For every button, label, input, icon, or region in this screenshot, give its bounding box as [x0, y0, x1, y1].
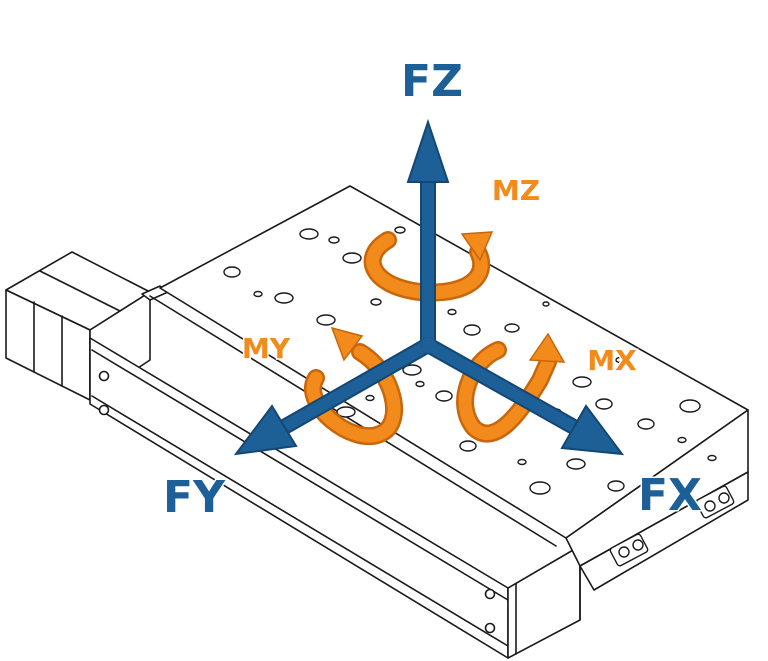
arrow-icon: [406, 118, 450, 183]
fz-force-arrow: [406, 118, 450, 345]
screw-icon: [98, 404, 110, 416]
arrow-icon: [233, 404, 298, 456]
screw-icon: [98, 370, 110, 382]
stage-base: [89, 337, 581, 659]
fx-label: FX: [638, 470, 702, 521]
fx-force-arrow: [420, 337, 625, 456]
fz-label: FZ: [401, 56, 463, 107]
connector-icon: [632, 539, 644, 551]
connector-icon: [704, 500, 716, 512]
screw-icon: [484, 622, 496, 634]
mz-label: MZ: [492, 174, 540, 207]
arrow-icon: [560, 404, 625, 456]
axis-origin: [420, 337, 436, 353]
axis-labels: FZ FY FX MZ MY MX: [162, 55, 704, 525]
fy-label: FY: [163, 472, 226, 523]
connector-icon: [718, 492, 730, 504]
fy-force-arrow: [233, 337, 436, 456]
curved-arrow-icon: [460, 231, 494, 262]
curved-arrow-icon: [330, 326, 364, 362]
my-label: MY: [242, 332, 291, 365]
connectors: [609, 485, 735, 567]
mx-label: MX: [587, 344, 637, 377]
screw-icon: [484, 588, 496, 600]
force-arrows: [233, 118, 625, 456]
curved-arrow-icon: [528, 332, 566, 363]
connector-icon: [618, 546, 630, 558]
